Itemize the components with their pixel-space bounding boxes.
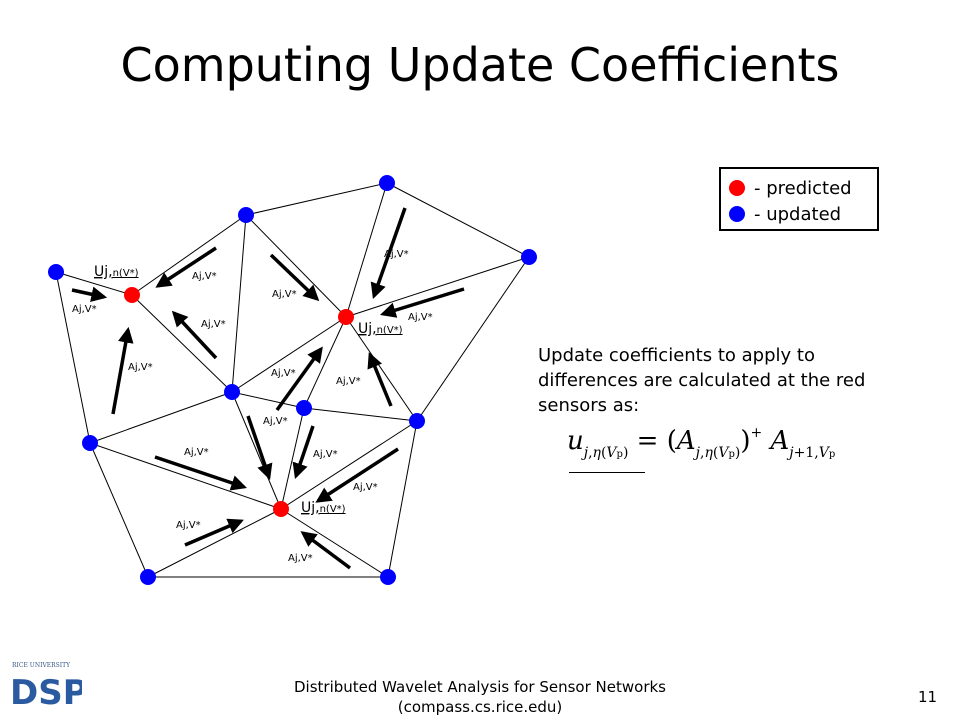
footer-title: Distributed Wavelet Analysis for Sensor … [294, 678, 666, 696]
equation-underline [569, 472, 645, 473]
arrow-label: Aj,V* [263, 416, 288, 427]
rice-dsp-logo: RICE UNIVERSITY DSP [10, 662, 82, 710]
arrow [269, 253, 320, 302]
arrow [370, 207, 407, 299]
mesh-edge [55, 271, 91, 444]
mesh-edge [345, 182, 388, 318]
update-label: Uj,n(V*) [358, 321, 403, 337]
updated-nodes [48, 175, 537, 585]
predicted-nodes [124, 287, 354, 517]
mesh-edge [280, 508, 389, 578]
arrow-label: Aj,V* [288, 553, 313, 564]
predicted-node [273, 501, 289, 517]
updated-node [521, 249, 537, 265]
mesh-edge [280, 407, 305, 510]
mesh-edge [55, 271, 133, 296]
arrow [154, 455, 247, 491]
slide-title: Computing Update Coefficients [120, 38, 840, 92]
mesh-edge [245, 214, 347, 318]
arrow-label: Aj,V* [271, 368, 296, 379]
updated-node [296, 400, 312, 416]
page-number: 11 [918, 688, 938, 706]
legend-updated-label: - updated [754, 203, 842, 225]
arrow [246, 415, 273, 480]
arrows [71, 207, 465, 570]
arrow [315, 447, 399, 503]
arrow-label: Aj,V* [201, 319, 226, 330]
arrow [71, 286, 108, 303]
mesh-edge [280, 420, 418, 510]
footer-url: (compass.cs.rice.edu) [397, 698, 563, 716]
arrow [111, 326, 134, 415]
predicted-node [124, 287, 140, 303]
legend-item-updated: - updated [729, 201, 841, 227]
mesh-edge [303, 407, 418, 422]
arrow [300, 531, 352, 570]
update-label: Uj,n(V*) [94, 264, 139, 280]
legend-item-predicted: - predicted [729, 175, 852, 201]
red-dot-icon [729, 180, 745, 196]
arrow-label: Aj,V* [353, 482, 378, 493]
updated-node [409, 413, 425, 429]
updated-node [380, 569, 396, 585]
mesh-edge [231, 391, 305, 409]
arrow-label: Aj,V* [272, 289, 297, 300]
arrow [379, 287, 465, 318]
arrow-label: Aj,V* [72, 304, 97, 315]
mesh-edge [231, 391, 282, 510]
arrow-label: Aj,V* [184, 447, 209, 458]
mesh-edge [147, 508, 282, 578]
arrow [367, 352, 393, 407]
logo-mark-text: DSP [10, 673, 82, 710]
logo-university-text: RICE UNIVERSITY [12, 662, 71, 669]
mesh-edge [231, 214, 247, 393]
arrow-label: Aj,V* [384, 249, 409, 260]
arrow-label: Aj,V* [336, 376, 361, 387]
legend-predicted-label: - predicted [754, 177, 852, 199]
arrow [292, 425, 315, 479]
arrow [155, 246, 217, 288]
updated-node [48, 264, 64, 280]
mesh-edge [89, 442, 149, 578]
updated-node [238, 207, 254, 223]
mesh-edge [231, 316, 347, 393]
mesh-edge [245, 182, 388, 216]
updated-node [224, 384, 240, 400]
arrow-label: Aj,V* [313, 449, 338, 460]
mesh-edges [55, 182, 530, 578]
predicted-node [338, 309, 354, 325]
updated-node [379, 175, 395, 191]
footer: Distributed Wavelet Analysis for Sensor … [260, 677, 700, 717]
update-equation: uj,η(Vp) = (Aj,η(Vp))+ Aj+1,Vp [567, 425, 836, 461]
arrow [171, 310, 218, 360]
arrow-label: Aj,V* [128, 362, 153, 373]
legend: - predicted - updated [719, 167, 879, 231]
mesh-edge [303, 316, 347, 409]
mesh-edge [89, 442, 282, 510]
mesh-edge [131, 294, 233, 393]
blue-dot-icon [729, 206, 745, 222]
mesh-edge [386, 182, 530, 258]
mesh-edge [345, 256, 530, 318]
arrow-label: Aj,V* [408, 312, 433, 323]
update-label: Uj,n(V*) [301, 500, 346, 516]
updated-node [82, 435, 98, 451]
mesh-edge [89, 391, 233, 444]
mesh-edge [387, 420, 418, 578]
arrow [275, 346, 323, 412]
description-text: Update coefficients to apply to differen… [538, 345, 866, 416]
arrow-label: Aj,V* [176, 520, 201, 531]
updated-node [140, 569, 156, 585]
arrow-label: Aj,V* [192, 271, 217, 282]
mesh-edge [416, 256, 530, 422]
arrow [184, 518, 244, 547]
mesh-edge [131, 214, 247, 296]
